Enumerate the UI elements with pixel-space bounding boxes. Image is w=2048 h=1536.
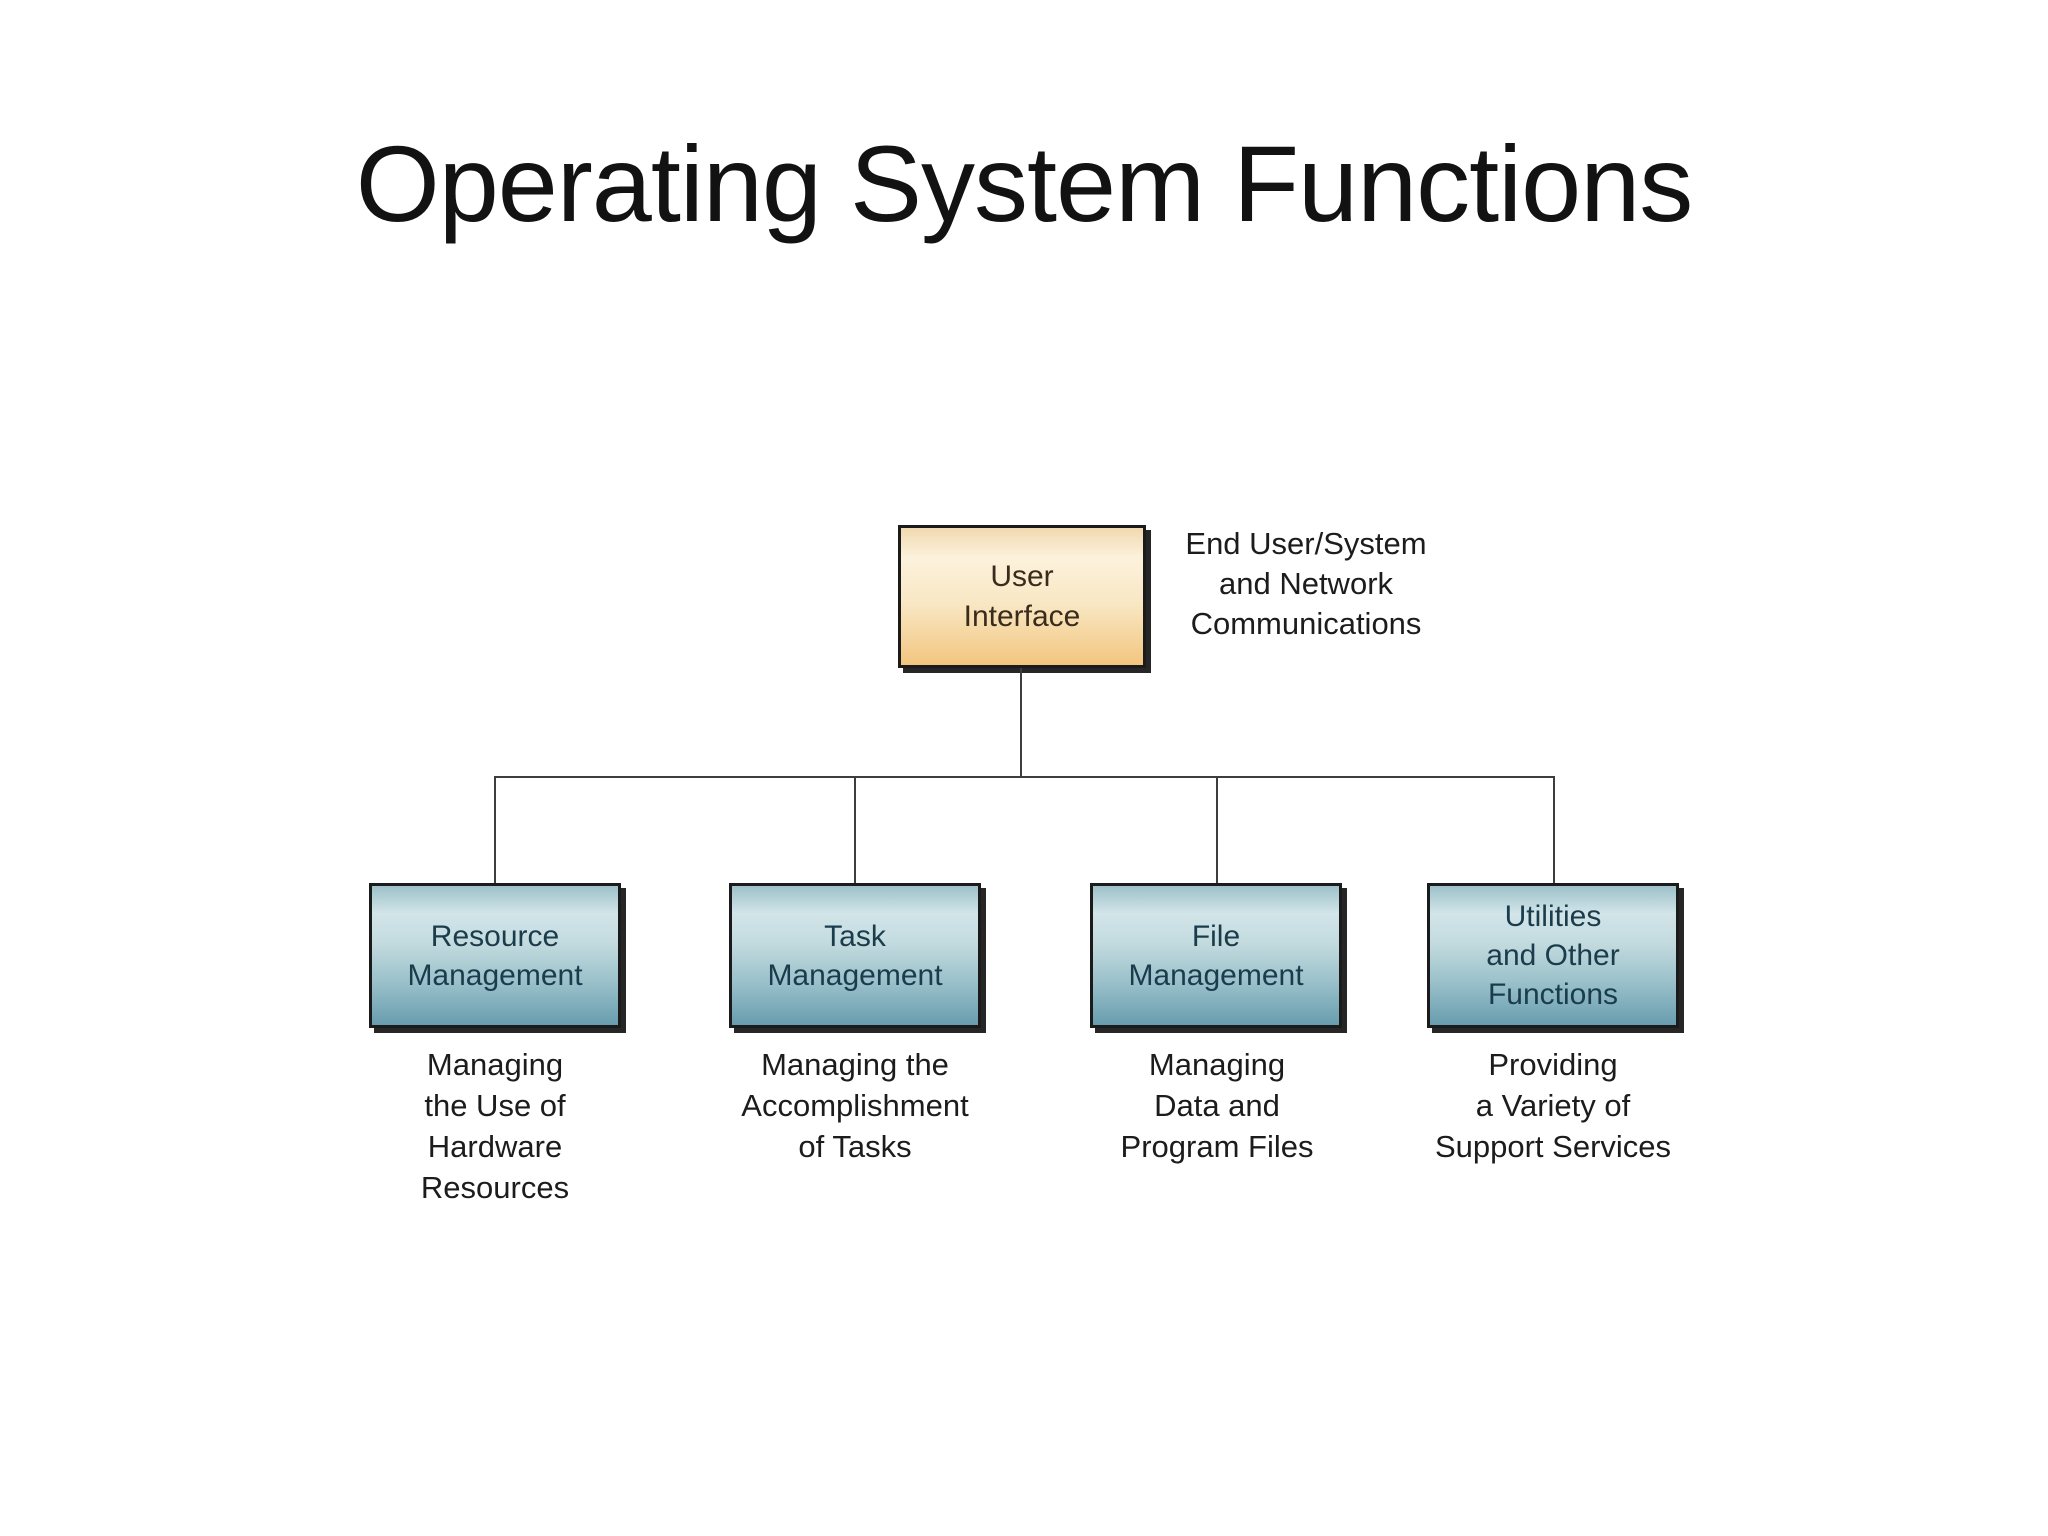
connector-horizontal-bar [494, 776, 1555, 778]
task-management-caption: Managing the Accomplishment of Tasks [741, 1047, 969, 1164]
user-interface-box: User Interface [898, 525, 1146, 668]
resource-management-box: Resource Management [369, 883, 621, 1028]
resource-management-label: Resource Management [407, 919, 583, 992]
connector-branch-task [854, 777, 856, 884]
slide-title: Operating System Functions [355, 123, 1694, 244]
utilities-caption: Providing a Variety of Support Services [1434, 1047, 1672, 1164]
connector-branch-file [1216, 777, 1218, 884]
task-management-label: Task Management [767, 919, 943, 992]
connector-branch-utilities [1553, 777, 1555, 884]
file-management-caption: Managing Data and Program Files [1120, 1047, 1314, 1164]
file-management-label: File Management [1128, 919, 1304, 992]
file-management-box: File Management [1090, 883, 1342, 1028]
task-management-box: Task Management [729, 883, 981, 1028]
root-annotation: End User/System and Network Communicatio… [1185, 526, 1427, 641]
user-interface-label: User Interface [963, 559, 1081, 633]
utilities-label: Utilities and Other Functions [1486, 900, 1620, 1011]
connector-root-stem [1020, 668, 1022, 777]
connector-branch-resource [494, 777, 496, 884]
resource-management-caption: Managing the Use of Hardware Resources [420, 1047, 570, 1205]
utilities-box: Utilities and Other Functions [1427, 883, 1679, 1028]
